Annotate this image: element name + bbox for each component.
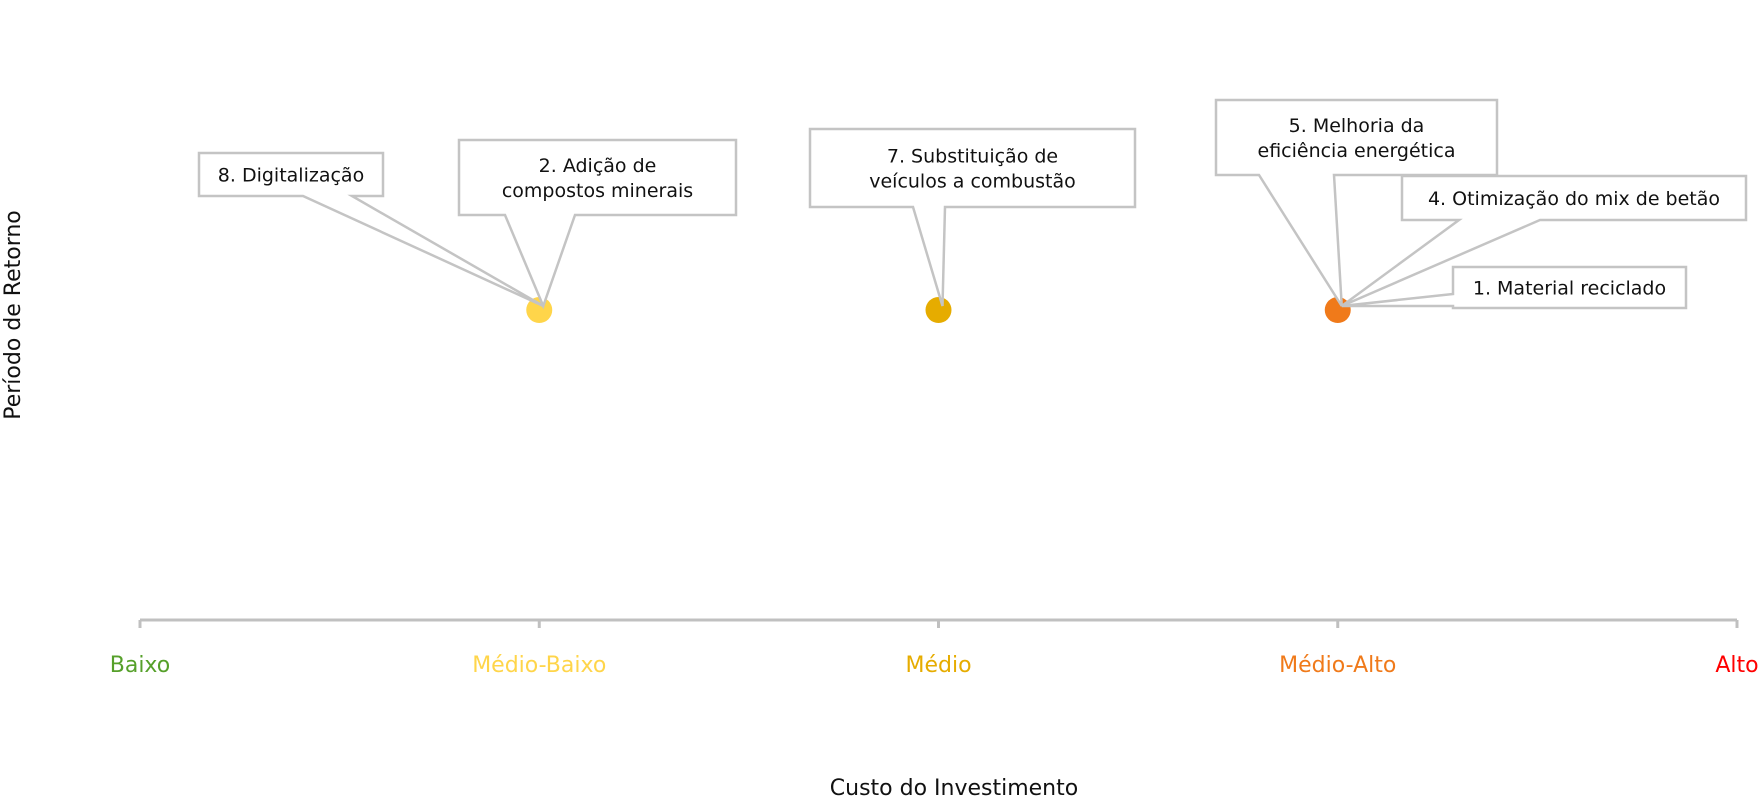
callout-label: veículos a combustão <box>869 171 1076 193</box>
callout-label: compostos minerais <box>502 180 693 202</box>
callout-p8: 8. Digitalização <box>197 151 544 308</box>
x-tick-label: Médio-Baixo <box>472 653 606 678</box>
callout-box <box>1341 174 1748 308</box>
callout-p1: 1. Material reciclado <box>1341 265 1688 310</box>
callout-box <box>197 151 544 308</box>
callouts: 8. Digitalização 2. Adição de compostos mi… <box>197 98 1748 310</box>
callout-p2: 2. Adição de compostos minerais <box>457 138 738 310</box>
x-tick-label: Médio <box>905 653 971 678</box>
callout-label: 1. Material reciclado <box>1473 278 1666 300</box>
callout-label: 5. Melhoria da <box>1289 115 1425 137</box>
x-axis: Baixo Médio-Baixo Médio Médio-Alto Alto <box>110 618 1759 678</box>
callout-p7: 7. Substituição de veículos a combustão <box>808 127 1137 307</box>
callout-label: 4. Otimização do mix de betão <box>1428 188 1720 210</box>
data-point-p8[interactable] <box>526 297 553 323</box>
callout-box <box>457 138 738 310</box>
callout-p4: 4. Otimização do mix de betão <box>1341 174 1748 308</box>
callout-p5: 5. Melhoria da eficiência energética <box>1214 98 1499 307</box>
callout-label: eficiência energética <box>1258 140 1456 162</box>
x-tick-label: Médio-Alto <box>1279 653 1396 678</box>
data-points <box>526 297 1351 323</box>
callout-label: 2. Adição de <box>539 155 657 177</box>
x-axis-title: Custo do Investimento <box>830 776 1078 797</box>
callout-box <box>808 127 1137 307</box>
callout-label: 8. Digitalização <box>218 165 364 187</box>
callout-box <box>1214 98 1499 307</box>
callout-box <box>1341 265 1688 310</box>
y-axis-title: Período de Retorno <box>1 210 26 420</box>
data-point-p7[interactable] <box>925 297 952 323</box>
x-tick-label: Alto <box>1715 653 1758 678</box>
callout-label: 7. Substituição de <box>887 146 1058 168</box>
x-tick-label: Baixo <box>110 653 171 678</box>
